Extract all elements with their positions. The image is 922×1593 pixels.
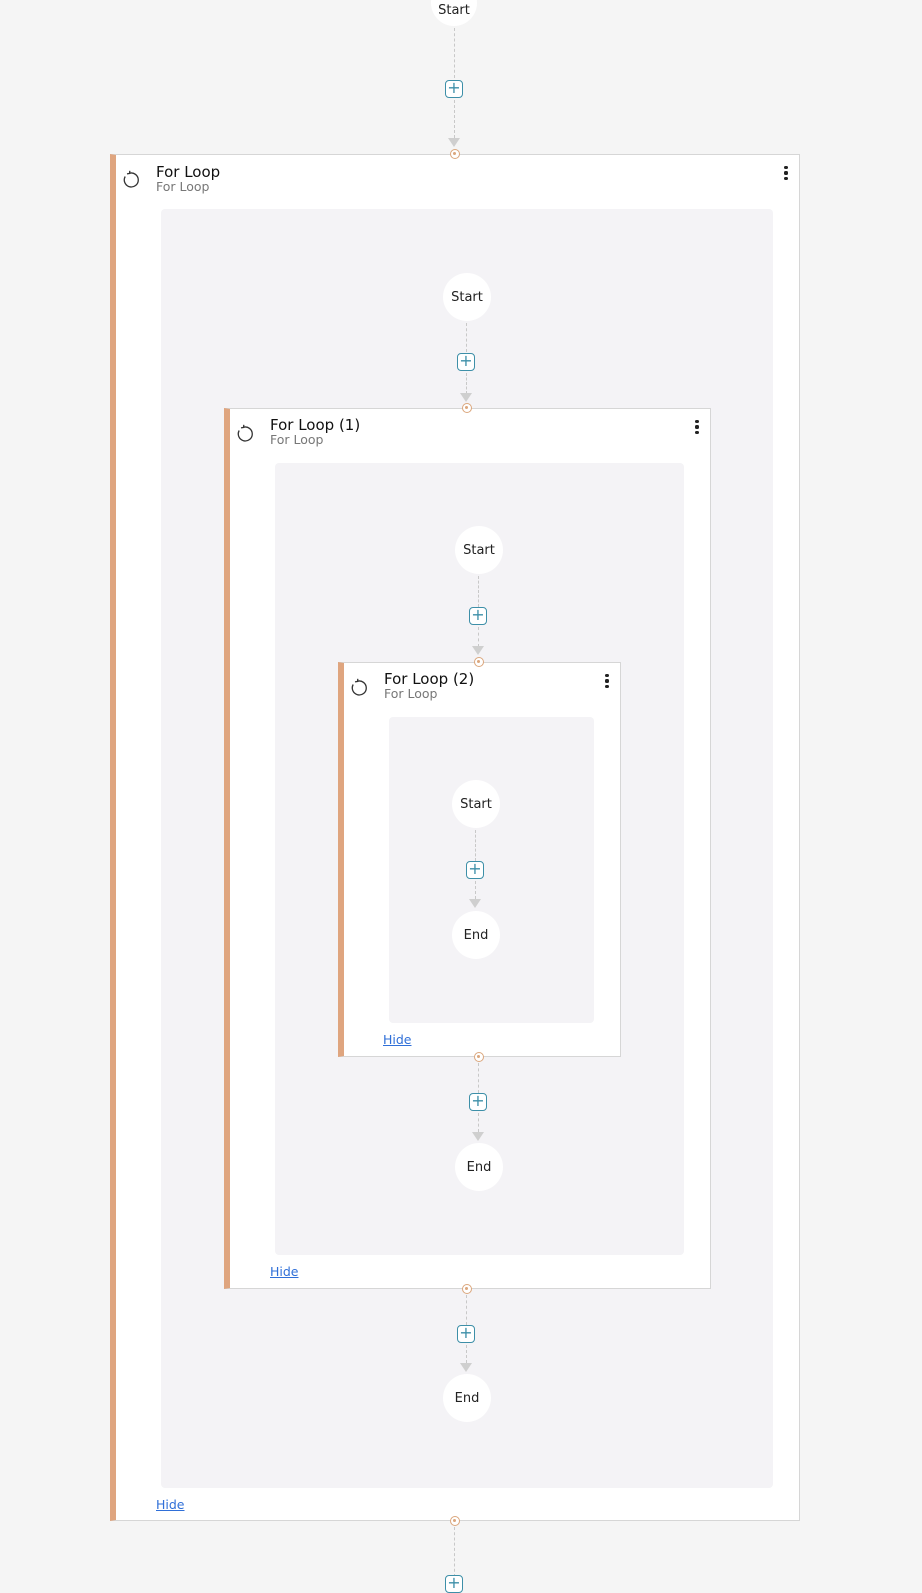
connector-line [454, 1527, 455, 1577]
connection-port-bottom[interactable] [450, 1516, 460, 1526]
hide-link[interactable]: Hide [383, 1032, 412, 1047]
loop-icon [123, 170, 139, 188]
connector-line [454, 100, 455, 138]
arrow-down-icon [460, 393, 472, 402]
add-step-button[interactable]: + [469, 1093, 487, 1111]
add-step-button[interactable]: + [457, 353, 475, 371]
arrow-down-icon [472, 646, 484, 655]
loop-title: For Loop [156, 163, 221, 181]
connector-line [478, 576, 479, 607]
end-node[interactable]: End [443, 1374, 491, 1422]
loop-title: For Loop (1) [270, 416, 361, 434]
connector-line [478, 1063, 479, 1093]
loop-body-canvas [389, 717, 594, 1023]
kebab-menu-icon[interactable] [604, 674, 610, 688]
add-step-button[interactable]: + [457, 1325, 475, 1343]
arrow-down-icon [472, 1132, 484, 1141]
end-node-label: End [463, 927, 489, 943]
kebab-menu-icon[interactable] [694, 420, 700, 434]
connection-port-bottom[interactable] [462, 1284, 472, 1294]
start-node-label: Start [451, 289, 483, 305]
connection-port-top[interactable] [474, 657, 484, 667]
add-step-button[interactable]: + [469, 607, 487, 625]
connection-port-bottom[interactable] [474, 1052, 484, 1062]
start-node-label: Start [463, 542, 495, 558]
connector-line [478, 1113, 479, 1132]
start-node[interactable]: Start [455, 526, 503, 574]
loop-type-label: For Loop [156, 179, 210, 194]
end-node-label: End [454, 1390, 480, 1406]
end-node-label: End [466, 1159, 492, 1175]
end-node[interactable]: End [455, 1143, 503, 1191]
loop-type-label: For Loop [270, 432, 324, 447]
add-step-button[interactable]: + [466, 861, 484, 879]
connector-line [466, 1295, 467, 1325]
loop-icon [237, 424, 253, 442]
arrow-down-icon [469, 899, 481, 908]
start-node[interactable]: Start [443, 273, 491, 321]
connection-port-top[interactable] [462, 403, 472, 413]
start-node[interactable]: Start [452, 780, 500, 828]
hide-link[interactable]: Hide [270, 1264, 299, 1279]
connector-line [478, 627, 479, 647]
connector-line [466, 373, 467, 394]
add-step-button[interactable]: + [445, 80, 463, 98]
connector-line [475, 881, 476, 899]
loop-title: For Loop (2) [384, 670, 475, 688]
add-step-button[interactable]: + [445, 1575, 463, 1593]
start-node-top[interactable]: Start [431, 0, 477, 26]
connector-line [466, 1345, 467, 1363]
end-node[interactable]: End [452, 911, 500, 959]
arrow-down-icon [460, 1363, 472, 1372]
connection-port-top[interactable] [450, 149, 460, 159]
kebab-menu-icon[interactable] [783, 166, 789, 180]
loop-icon [351, 678, 367, 696]
start-node-label: Start [460, 796, 492, 812]
arrow-down-icon [448, 138, 460, 147]
loop-type-label: For Loop [384, 686, 438, 701]
hide-link[interactable]: Hide [156, 1497, 185, 1512]
start-node-label: Start [438, 2, 470, 18]
connector-line [466, 323, 467, 352]
connector-line [454, 28, 455, 78]
connector-line [475, 830, 476, 861]
